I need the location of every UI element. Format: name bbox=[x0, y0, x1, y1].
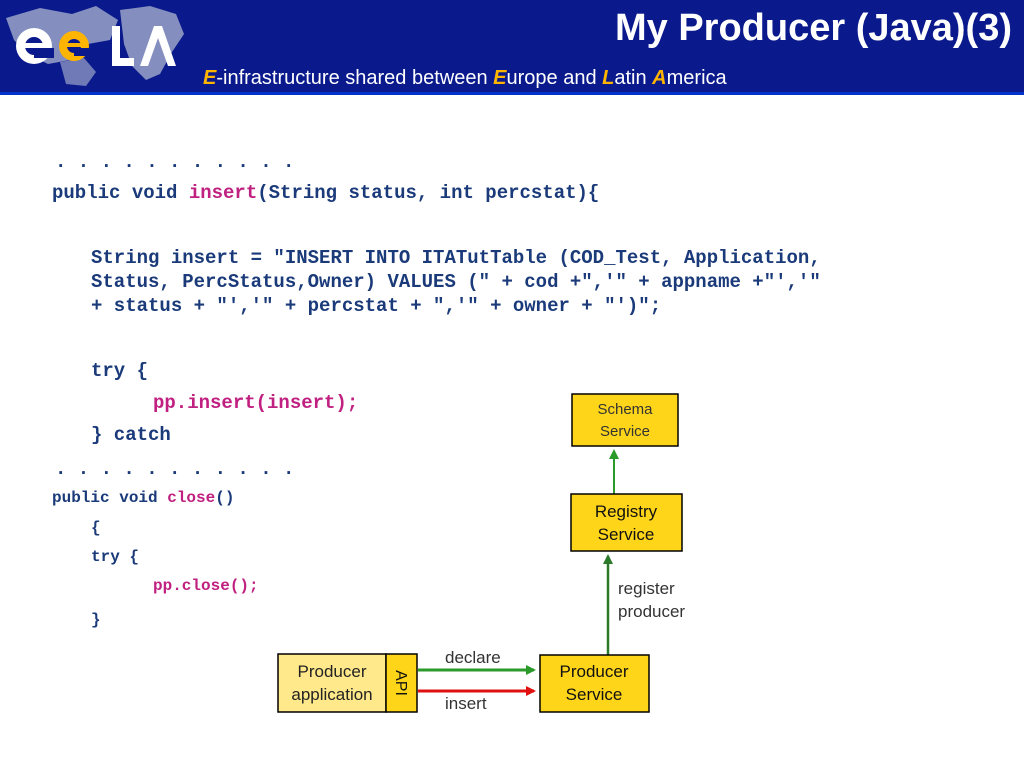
code-sql-line-3: + status + "','" + percstat + ",'" + own… bbox=[91, 295, 662, 317]
registry-service-box: Registry Service bbox=[570, 493, 683, 552]
schema-service-label-2: Service bbox=[600, 423, 650, 440]
code-dots-bottom: . . . . . . . . . . . bbox=[55, 458, 295, 480]
code-sql-line-2: Status, PercStatus,Owner) VALUES (" + co… bbox=[91, 271, 821, 293]
subtitle-america-letter: A bbox=[652, 67, 667, 89]
subtitle-europe-rest: urope and bbox=[506, 67, 603, 89]
declare-label: declare bbox=[445, 648, 501, 667]
close-sig-suffix: () bbox=[215, 489, 235, 507]
registry-service-label-2: Service bbox=[598, 525, 655, 544]
code-try-2: try { bbox=[91, 548, 140, 566]
registry-service-label-1: Registry bbox=[595, 502, 658, 521]
producer-service-box: Producer Service bbox=[539, 654, 650, 713]
api-box: API bbox=[385, 653, 418, 713]
code-try-1: try { bbox=[91, 360, 149, 382]
code-insert-signature: public void insert(String status, int pe… bbox=[52, 181, 599, 205]
code-catch: } catch bbox=[91, 424, 171, 446]
register-producer-label-2: producer bbox=[618, 602, 685, 621]
api-label: API bbox=[392, 670, 409, 696]
register-producer-label-1: register bbox=[618, 579, 675, 598]
subtitle-america-rest: merica bbox=[666, 67, 727, 89]
code-pp-close: pp.close(); bbox=[153, 577, 259, 595]
code-close-signature: public void close() bbox=[52, 488, 234, 508]
subtitle-e-letter: E bbox=[203, 67, 217, 89]
insert-method-name: insert bbox=[188, 182, 258, 204]
insert-label: insert bbox=[445, 694, 487, 713]
insert-sig-suffix: (String status, int percstat){ bbox=[257, 182, 600, 204]
subtitle-latin-letter: L bbox=[602, 67, 615, 89]
page-subtitle: E-infrastructure shared between Europe a… bbox=[203, 66, 727, 90]
subtitle-europe-letter: E bbox=[493, 67, 507, 89]
header-bar: My Producer (Java)(3) E-infrastructure s… bbox=[0, 0, 1024, 95]
producer-service-label-1: Producer bbox=[560, 662, 629, 681]
producer-service-label-2: Service bbox=[566, 685, 623, 704]
producer-application-label-1: Producer bbox=[298, 662, 367, 681]
schema-service-label-1: Schema bbox=[597, 401, 653, 418]
subtitle-latin-rest: atin bbox=[614, 67, 653, 89]
close-sig-prefix: public void bbox=[52, 489, 168, 507]
code-close-brace: } bbox=[91, 611, 101, 629]
code-pp-insert: pp.insert(insert); bbox=[153, 392, 359, 414]
eela-logo bbox=[6, 6, 184, 86]
code-open-brace: { bbox=[91, 519, 101, 537]
producer-application-box: Producer application bbox=[277, 653, 387, 713]
producer-application-label-2: application bbox=[291, 685, 372, 704]
page-title: My Producer (Java)(3) bbox=[614, 7, 1012, 49]
code-dots-top: . . . . . . . . . . . bbox=[55, 151, 295, 173]
insert-sig-prefix: public void bbox=[52, 182, 189, 204]
schema-service-box: Schema Service bbox=[571, 393, 679, 447]
code-sql-line-1: String insert = "INSERT INTO ITATutTable… bbox=[91, 247, 821, 269]
close-method-name: close bbox=[167, 489, 216, 507]
subtitle-text-1: -infrastructure shared between bbox=[216, 67, 494, 89]
